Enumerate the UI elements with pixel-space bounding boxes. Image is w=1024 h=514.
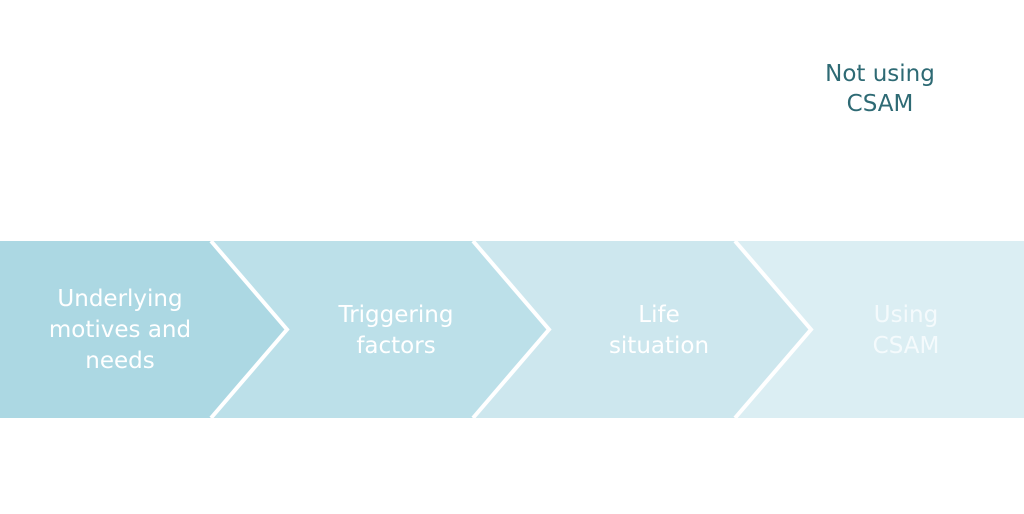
stage-chevron-triggering-factors xyxy=(211,241,549,418)
stage-label-underlying-motives: Underlying motives and needs xyxy=(48,286,192,374)
chevron-separator xyxy=(471,239,552,420)
stage-chevron-using-csam xyxy=(735,241,1024,418)
stage-label-life-situation: Life situation xyxy=(608,302,710,359)
stage-chevron-life-situation xyxy=(473,241,811,418)
outcome-label-not-using-csam: Not using CSAM xyxy=(825,61,935,117)
stage-label-triggering-factors: Triggering factors xyxy=(338,302,454,359)
chevron-separator xyxy=(209,239,290,420)
stage-chevron-underlying-motives xyxy=(0,241,287,418)
stage-label-using-csam: Using CSAM xyxy=(872,302,940,359)
chevron-separator xyxy=(733,239,814,420)
